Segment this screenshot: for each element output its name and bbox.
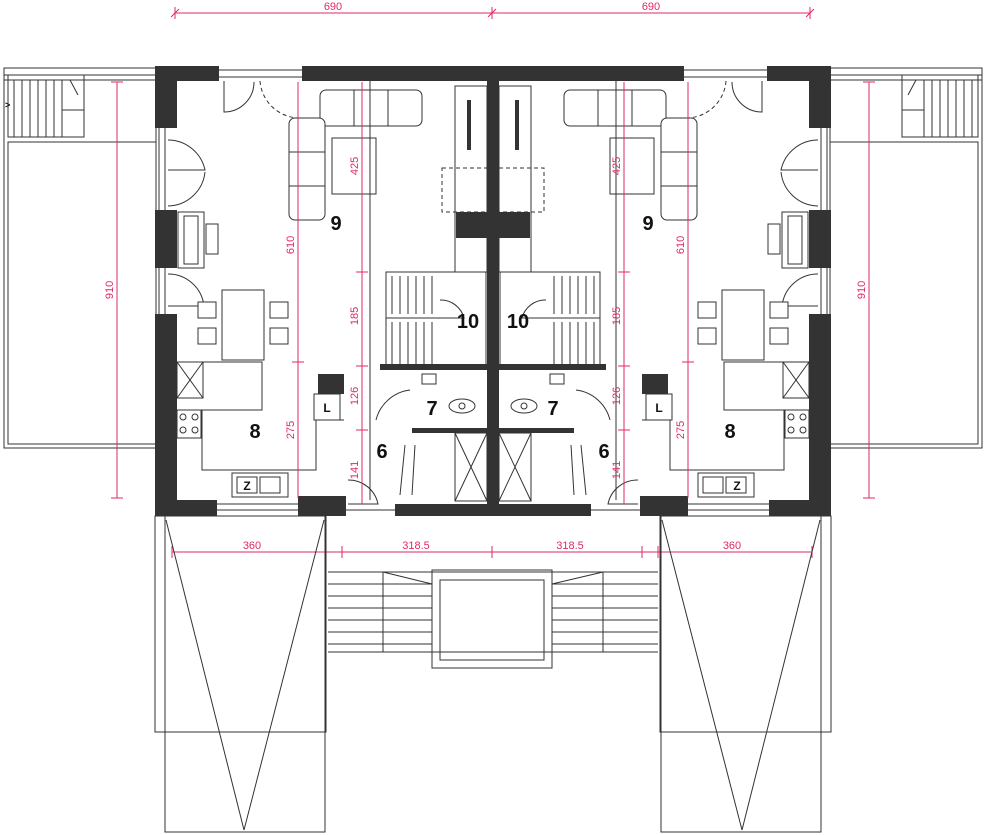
dim-entry-left: 318.5 <box>402 540 430 552</box>
dim-stair-left: 185 <box>349 307 361 325</box>
interior-dimension-lines <box>111 81 875 504</box>
right-terrace-stair <box>902 79 973 137</box>
dim-living-right: 610 <box>675 236 687 254</box>
svg-text:Z: Z <box>243 479 250 493</box>
entry-stairs <box>328 569 658 669</box>
room-label-kitchen-right: 8 <box>724 421 735 443</box>
dim-sofa-right: 425 <box>611 157 623 175</box>
right-living-furniture <box>563 89 809 361</box>
room-label-wc-right: 7 <box>547 398 558 420</box>
room-label-hall-right: 6 <box>598 441 609 463</box>
right-wc-fixtures <box>510 373 565 414</box>
left-terrace-stair <box>13 79 84 137</box>
left-wc-fixtures <box>421 373 476 414</box>
door-swings <box>167 80 819 505</box>
right-kitchen <box>642 361 810 498</box>
dim-terrace-left: 360 <box>243 540 261 552</box>
right-staircase <box>498 85 601 369</box>
dim-right-depth: 910 <box>856 281 868 299</box>
left-sink: Z <box>243 479 250 493</box>
left-terrace: > <box>3 67 157 449</box>
right-sink: Z <box>733 479 740 493</box>
top-dimension-lines <box>170 7 815 19</box>
left-kitchen <box>176 361 344 498</box>
dim-top-left: 690 <box>324 1 342 13</box>
room-label-stair-left: 10 <box>457 311 479 333</box>
terrace-arrow-left: > <box>5 100 10 110</box>
svg-text:Z: Z <box>733 479 740 493</box>
dim-kitchen-left: 275 <box>285 421 297 439</box>
interior-partitions <box>369 76 617 502</box>
dim-left-depth: 910 <box>104 281 116 299</box>
dim-sofa-left: 425 <box>349 157 361 175</box>
dim-living-left: 610 <box>285 236 297 254</box>
exterior-walls <box>155 66 831 516</box>
room-label-living-left: 9 <box>330 213 341 235</box>
svg-text:L: L <box>655 401 662 415</box>
dim-wc-right: 126 <box>611 387 623 405</box>
windows <box>158 69 828 511</box>
room-label-wc-left: 7 <box>426 398 437 420</box>
room-label-stair-right: 10 <box>507 311 529 333</box>
dim-hall-left: 141 <box>349 461 361 479</box>
room-label-kitchen-left: 8 <box>249 421 260 443</box>
svg-text:L: L <box>323 401 330 415</box>
dim-wc-left: 126 <box>349 387 361 405</box>
dim-top-right: 690 <box>642 1 660 13</box>
dim-stair-right: 185 <box>611 307 623 325</box>
bottom-dimension-lines <box>171 546 813 558</box>
right-carport <box>659 515 832 833</box>
right-fridge: L <box>655 401 662 415</box>
right-terrace <box>829 67 983 449</box>
left-carport <box>154 515 327 833</box>
dim-hall-right: 141 <box>611 461 623 479</box>
dim-entry-right: 318.5 <box>556 540 584 552</box>
left-fridge: L <box>323 401 330 415</box>
dim-terrace-right: 360 <box>723 540 741 552</box>
left-living-furniture <box>177 89 423 361</box>
room-label-hall-left: 6 <box>376 441 387 463</box>
dim-kitchen-right: 275 <box>675 421 687 439</box>
room-label-living-right: 9 <box>642 213 653 235</box>
